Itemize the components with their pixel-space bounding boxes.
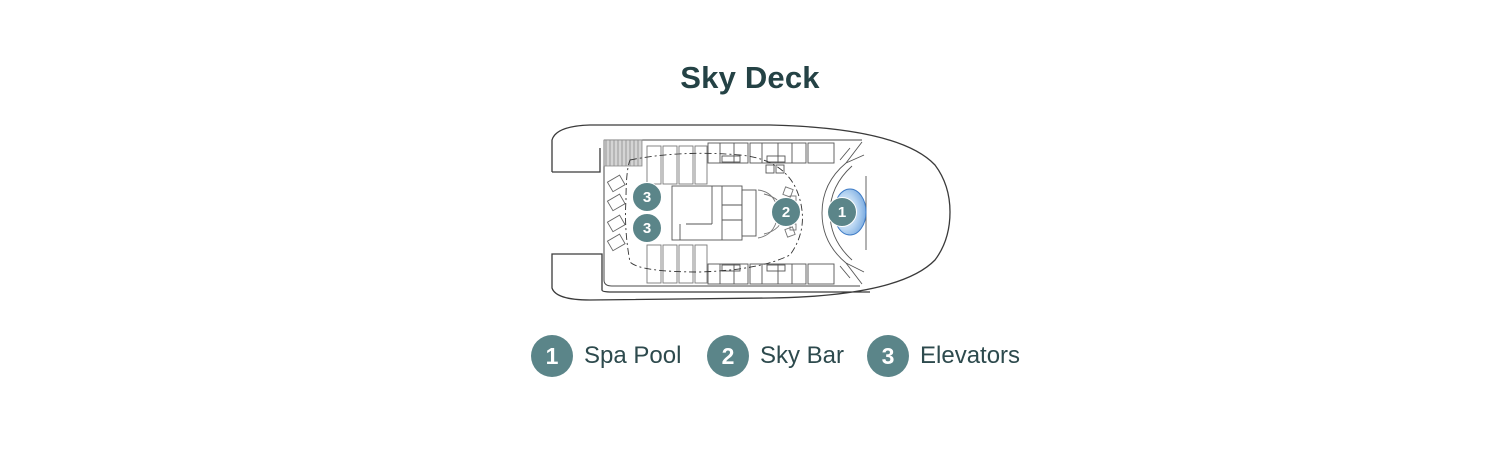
deck-title: Sky Deck [680, 60, 820, 95]
legend-item-spa-pool: 1 Spa Pool [531, 334, 681, 378]
legend-badge: 1 [531, 335, 573, 377]
bottom-loungers [646, 244, 708, 284]
marker-number: 2 [781, 203, 791, 221]
marker-number: 3 [642, 188, 652, 206]
central-core [671, 185, 757, 241]
legend-item-elevators: 3 Elevators [867, 334, 1020, 378]
marker-spa-pool[interactable]: 1 [827, 197, 857, 227]
marker-sky-bar[interactable]: 2 [771, 197, 801, 227]
stern-chairs [606, 174, 626, 252]
legend: 1 Spa Pool 2 Sky Bar 3 Elevators [0, 334, 1500, 378]
legend-badge: 2 [707, 335, 749, 377]
legend-label: Sky Bar [760, 342, 845, 369]
stair-block [603, 139, 643, 167]
top-benches [707, 142, 835, 174]
hull-outline [551, 124, 951, 301]
legend-label: Spa Pool [584, 342, 682, 369]
marker-number: 3 [642, 219, 652, 237]
marker-number: 1 [837, 203, 847, 221]
walking-route [625, 152, 803, 273]
bottom-benches [707, 263, 835, 285]
marker-elevator-lower[interactable]: 3 [632, 213, 662, 243]
legend-label: Elevators [920, 342, 1021, 369]
marker-elevator-upper[interactable]: 3 [632, 182, 662, 212]
top-loungers [646, 145, 708, 185]
legend-badge: 3 [867, 335, 909, 377]
inner-deck [603, 139, 862, 287]
legend-item-sky-bar: 2 Sky Bar [707, 334, 844, 378]
